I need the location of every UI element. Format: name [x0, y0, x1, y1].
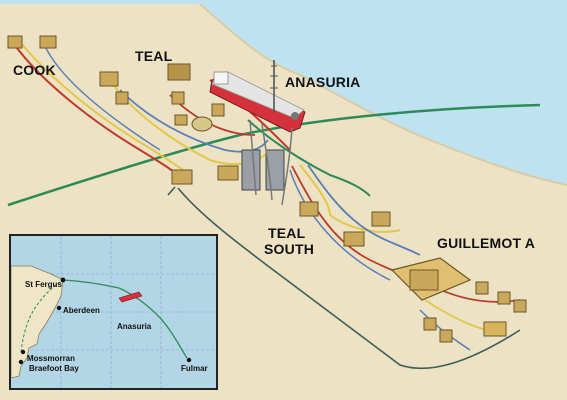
inset-label-braefoot-bay: Braefoot Bay	[29, 364, 79, 373]
cook-pipeline-blue	[43, 43, 161, 151]
inset-land	[11, 265, 64, 379]
inset-location-map: St Fergus Aberdeen Anasuria Mossmorran B…	[9, 234, 218, 390]
teal-pipeline-blue	[119, 89, 269, 153]
riser-1	[249, 119, 257, 196]
teal-south-manifolds	[299, 201, 391, 247]
riser-3	[281, 127, 293, 206]
riser-2	[261, 123, 273, 201]
cook-manifold	[7, 35, 57, 49]
return-flowline	[177, 187, 521, 370]
export-pipeline-green	[7, 103, 541, 207]
inset-label-fulmar: Fulmar	[181, 364, 208, 373]
inset-export-route	[62, 279, 188, 359]
guillemot-a-manifold	[390, 257, 527, 343]
inset-dot-mossmorran	[20, 349, 26, 355]
label-anasuria: ANASURIA	[285, 74, 361, 90]
cook-pipeline-yellow	[19, 41, 193, 177]
inset-map-graphic	[11, 236, 216, 388]
seabed-edge	[199, 3, 567, 186]
inset-dot-braefoot-bay	[18, 359, 24, 365]
inset-fpso-icon	[118, 291, 143, 303]
fpso-vessel	[209, 60, 306, 133]
inset-label-st-fergus: St Fergus	[25, 280, 62, 289]
cook-pipeline-red	[13, 43, 186, 181]
inset-dot-aberdeen	[56, 305, 62, 311]
inset-dot-fulmar	[186, 357, 192, 363]
inset-label-mossmorran: Mossmorran	[27, 354, 76, 363]
flowline-arrow	[167, 186, 176, 196]
inset-ngl-route	[20, 279, 64, 353]
teal-south-pipeline-yellow	[299, 164, 401, 233]
teal-south-pipeline-blue	[307, 164, 421, 256]
label-teal: TEAL	[135, 48, 173, 64]
green-riser-line	[247, 119, 371, 197]
inset-dot-st-fergus	[60, 277, 66, 283]
label-guillemot-a: GUILLEMOT A	[437, 235, 536, 251]
label-teal-south-line2: SOUTH	[264, 241, 314, 257]
inset-label-anasuria: Anasuria	[117, 322, 152, 331]
label-cook: COOK	[13, 62, 56, 78]
teal-manifold	[99, 63, 225, 132]
label-teal-south-line1: TEAL	[268, 225, 306, 241]
guillemot-pipeline-blue	[289, 169, 391, 281]
inset-label-aberdeen: Aberdeen	[63, 306, 100, 315]
